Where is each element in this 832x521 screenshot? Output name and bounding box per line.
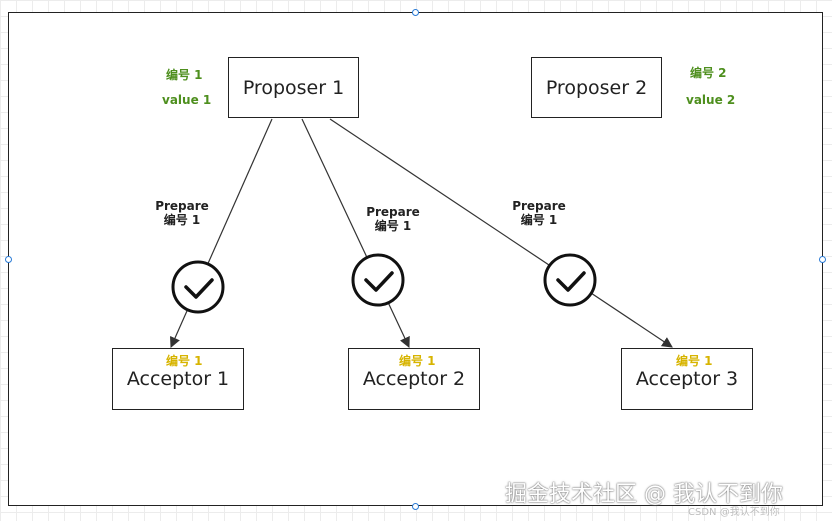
- proposer-2-node[interactable]: Proposer 2: [531, 57, 662, 118]
- prepare-label-3: Prepare 编号 1: [509, 199, 569, 227]
- acceptor-3-node[interactable]: Acceptor 3: [621, 348, 753, 410]
- check-circle-icon: [171, 260, 225, 314]
- acceptor-2-number: 编号 1: [399, 354, 436, 368]
- prepare-label-1: Prepare 编号 1: [152, 199, 212, 227]
- resize-handle-left[interactable]: [5, 256, 12, 263]
- acceptor-2-label: Acceptor 2: [362, 368, 466, 390]
- proposer-1-value: value 1: [162, 93, 212, 107]
- check-circle-icon: [351, 253, 405, 307]
- arrow-proposer1-acceptor3[interactable]: [329, 118, 673, 348]
- arrow-proposer1-acceptor2[interactable]: [301, 118, 410, 348]
- csdn-watermark: CSDN @我认不到你: [688, 507, 780, 518]
- proposer-2-label: Proposer 2: [545, 76, 648, 99]
- prepare-number: 编号 1: [374, 219, 412, 233]
- prepare-number: 编号 1: [163, 213, 201, 227]
- prepare-type: Prepare: [155, 199, 209, 213]
- proposer-1-node[interactable]: Proposer 1: [228, 57, 359, 118]
- acceptor-1-number: 编号 1: [166, 354, 203, 368]
- proposer-2-value: value 2: [686, 93, 736, 107]
- prepare-number: 编号 1: [520, 213, 558, 227]
- prepare-label-2: Prepare 编号 1: [363, 205, 423, 233]
- proposer-1-label: Proposer 1: [242, 76, 345, 99]
- proposer-1-number: 编号 1: [166, 68, 203, 82]
- acceptor-3-number: 编号 1: [676, 354, 713, 368]
- acceptor-2-node[interactable]: Acceptor 2: [348, 348, 480, 410]
- prepare-type: Prepare: [512, 199, 566, 213]
- acceptor-1-label: Acceptor 1: [126, 368, 230, 390]
- arrow-proposer1-acceptor1[interactable]: [169, 118, 273, 348]
- proposer-2-number: 编号 2: [690, 66, 727, 80]
- resize-handle-right[interactable]: [819, 256, 826, 263]
- resize-handle-bottom[interactable]: [412, 503, 419, 510]
- acceptor-1-node[interactable]: Acceptor 1: [112, 348, 244, 410]
- resize-handle-top[interactable]: [412, 9, 419, 16]
- prepare-type: Prepare: [366, 205, 420, 219]
- juejin-watermark: 掘金技术社区 @ 我认不到你: [505, 482, 783, 507]
- acceptor-3-label: Acceptor 3: [635, 368, 739, 390]
- container-frame[interactable]: [8, 12, 823, 506]
- check-circle-icon: [543, 253, 597, 307]
